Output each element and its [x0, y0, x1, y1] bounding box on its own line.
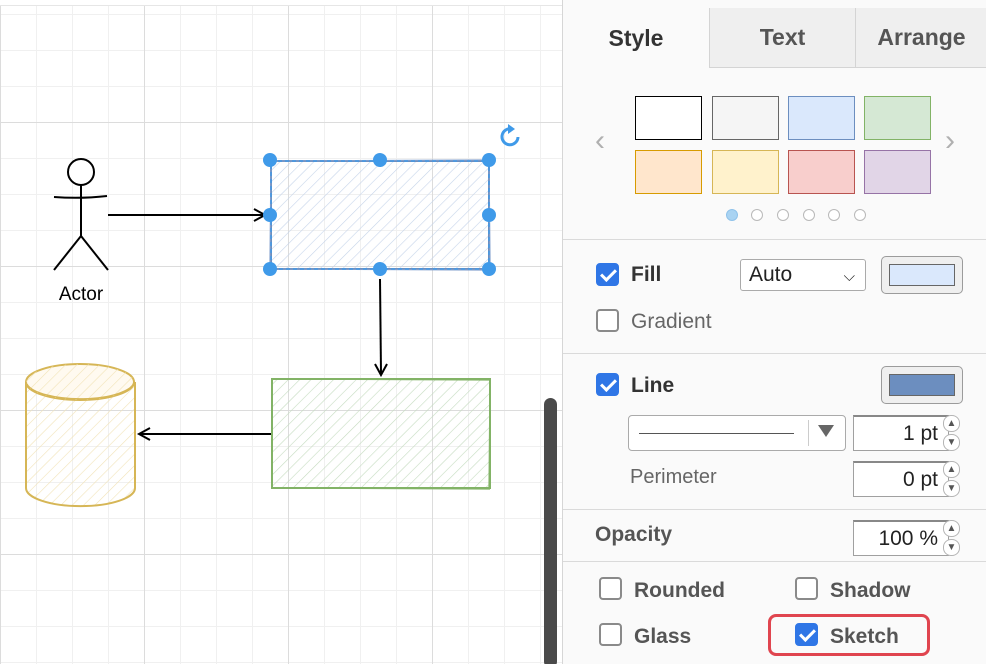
edge-green-to-cylinder[interactable]: [136, 427, 271, 441]
swatch-page-dot-5[interactable]: [828, 209, 840, 221]
fill-color-preview: [889, 264, 955, 286]
resize-handles[interactable]: [263, 153, 496, 276]
actor-shape[interactable]: [53, 158, 109, 271]
fill-mode-value: Auto: [749, 263, 793, 286]
shadow-checkbox[interactable]: [795, 577, 818, 600]
rotate-handle-icon[interactable]: [500, 124, 520, 147]
gradient-label: Gradient: [631, 310, 712, 333]
line-style-preview: [639, 433, 794, 434]
stepper-down-icon[interactable]: ▼: [943, 434, 960, 451]
swatch-blue[interactable]: [788, 96, 855, 140]
swatch-purple[interactable]: [864, 150, 931, 194]
fill-section: Fill Auto ⌵ Gradient: [563, 240, 986, 354]
opacity-section: Opacity 100 % ▲ ▼: [563, 510, 986, 562]
canvas-top-edge: [0, 0, 562, 6]
line-style-separator: [808, 420, 809, 446]
swatch-page-dot-6[interactable]: [854, 209, 866, 221]
swatch-prev-icon[interactable]: ‹: [595, 124, 605, 157]
gradient-checkbox[interactable]: [596, 309, 619, 332]
dropdown-arrow-icon: [818, 425, 834, 437]
swatch-green[interactable]: [864, 96, 931, 140]
swatch-page-dot-4[interactable]: [803, 209, 815, 221]
swatch-gray[interactable]: [712, 96, 779, 140]
opacity-label: Opacity: [595, 523, 673, 546]
fill-mode-select[interactable]: Auto ⌵: [740, 259, 866, 291]
swatch-red[interactable]: [788, 150, 855, 194]
stepper-up-icon[interactable]: ▲: [943, 461, 960, 478]
line-label: Line: [631, 374, 675, 397]
swatch-page-dot-2[interactable]: [751, 209, 763, 221]
line-color-preview: [889, 374, 955, 396]
tab-style[interactable]: Style: [563, 8, 709, 68]
stepper-down-icon[interactable]: ▼: [943, 480, 960, 497]
format-panel: Style Text Arrange ‹ › Fill Auto ⌵ Gradi…: [562, 0, 986, 664]
edge-rect-to-green[interactable]: [374, 278, 388, 378]
swatch-page-dot-3[interactable]: [777, 209, 789, 221]
line-section: Line: [563, 354, 986, 510]
cylinder-shape[interactable]: [25, 363, 136, 508]
vertical-scrollbar[interactable]: [544, 398, 557, 664]
panel-tabs: Style Text Arrange: [563, 0, 986, 68]
tab-text[interactable]: Text: [709, 8, 855, 68]
line-style-select[interactable]: [628, 415, 846, 451]
selected-rectangle[interactable]: [269, 159, 491, 271]
line-width-input[interactable]: 1 pt: [853, 415, 949, 451]
sketch-highlight: [768, 614, 930, 656]
shadow-label: Shadow: [830, 579, 911, 602]
stepper-up-icon[interactable]: ▲: [943, 415, 960, 432]
line-color-button[interactable]: [881, 366, 963, 404]
line-width-stepper[interactable]: ▲ ▼: [943, 415, 960, 451]
glass-label: Glass: [634, 625, 692, 648]
swatch-white[interactable]: [635, 96, 702, 140]
stepper-up-icon[interactable]: ▲: [943, 520, 960, 537]
sketch-checkbox[interactable]: [795, 623, 818, 646]
swatch-page-dot-1[interactable]: [726, 209, 738, 221]
swatch-orange[interactable]: [635, 150, 702, 194]
actor-label: Actor: [59, 284, 104, 305]
style-swatches: ‹ ›: [563, 68, 986, 240]
perimeter-input[interactable]: 0 pt: [853, 461, 949, 497]
fill-label: Fill: [631, 263, 662, 286]
perimeter-label: Perimeter: [630, 466, 717, 488]
rounded-checkbox[interactable]: [599, 577, 622, 600]
perimeter-stepper[interactable]: ▲ ▼: [943, 461, 960, 497]
tab-arrange[interactable]: Arrange: [855, 8, 986, 68]
edge-actor-to-rect[interactable]: [108, 208, 268, 222]
opacity-stepper[interactable]: ▲ ▼: [943, 520, 960, 556]
diagram-svg: Actor: [25, 124, 520, 508]
swatch-yellow[interactable]: [712, 150, 779, 194]
opacity-input[interactable]: 100 %: [853, 520, 949, 556]
chevron-down-icon: ⌵: [843, 268, 855, 285]
green-rectangle[interactable]: [271, 378, 491, 490]
sketch-label: Sketch: [830, 625, 899, 648]
rounded-label: Rounded: [634, 579, 725, 602]
stepper-down-icon[interactable]: ▼: [943, 539, 960, 556]
glass-checkbox[interactable]: [599, 623, 622, 646]
diagram-canvas[interactable]: Actor: [0, 0, 562, 664]
swatch-next-icon[interactable]: ›: [945, 124, 955, 157]
line-checkbox[interactable]: [596, 373, 619, 396]
fill-color-button[interactable]: [881, 256, 963, 294]
fill-checkbox[interactable]: [596, 263, 619, 286]
